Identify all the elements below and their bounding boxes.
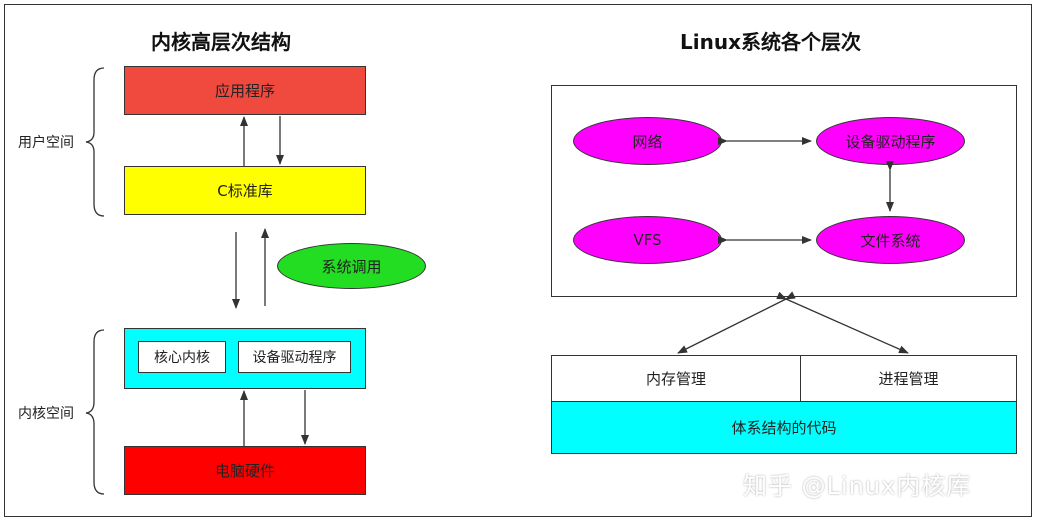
left-diagram-title: 内核高层次结构 bbox=[151, 30, 291, 54]
syscall-label: 系统调用 bbox=[321, 257, 382, 276]
process-management-label: 进程管理 bbox=[878, 370, 939, 388]
vfs-ellipse: VFS bbox=[573, 216, 722, 264]
right-diagram-title: Linux系统各个层次 bbox=[680, 30, 861, 54]
memory-management-label: 内存管理 bbox=[645, 370, 706, 388]
watermark-text: 知乎 @Linux内核库 bbox=[743, 472, 972, 500]
syscall-ellipse: 系统调用 bbox=[277, 243, 426, 289]
hardware-box: 电脑硬件 bbox=[124, 446, 366, 495]
memory-management-box: 内存管理 bbox=[551, 355, 801, 402]
core-kernel-label: 核心内核 bbox=[154, 350, 210, 366]
application-label: 应用程序 bbox=[214, 82, 275, 100]
outer-frame bbox=[4, 4, 1032, 517]
architecture-code-box: 体系结构的代码 bbox=[551, 401, 1017, 454]
arrow-subsystems-process bbox=[776, 291, 909, 354]
left-device-driver-label: 设备驱动程序 bbox=[252, 350, 337, 366]
hardware-label: 电脑硬件 bbox=[214, 462, 275, 480]
application-box: 应用程序 bbox=[124, 66, 366, 115]
c-library-box: C标准库 bbox=[124, 166, 366, 215]
architecture-code-label: 体系结构的代码 bbox=[731, 419, 837, 437]
c-library-label: C标准库 bbox=[217, 182, 273, 200]
network-ellipse: 网络 bbox=[573, 117, 722, 165]
kernel-space-label: 内核空间 bbox=[18, 406, 74, 422]
process-management-box: 进程管理 bbox=[800, 355, 1017, 402]
filesystem-ellipse: 文件系统 bbox=[816, 216, 965, 264]
user-space-label: 用户空间 bbox=[18, 135, 74, 151]
network-label: 网络 bbox=[632, 132, 663, 151]
right-device-driver-ellipse: 设备驱动程序 bbox=[816, 117, 965, 165]
filesystem-label: 文件系统 bbox=[860, 231, 921, 250]
kernel-space-brace bbox=[85, 329, 105, 495]
core-kernel-box: 核心内核 bbox=[138, 341, 226, 373]
vfs-label: VFS bbox=[633, 231, 662, 249]
arrow-subsystems-memory bbox=[677, 291, 796, 354]
right-device-driver-label: 设备驱动程序 bbox=[845, 132, 936, 151]
left-device-driver-box: 设备驱动程序 bbox=[238, 341, 351, 373]
user-space-brace bbox=[85, 67, 105, 217]
